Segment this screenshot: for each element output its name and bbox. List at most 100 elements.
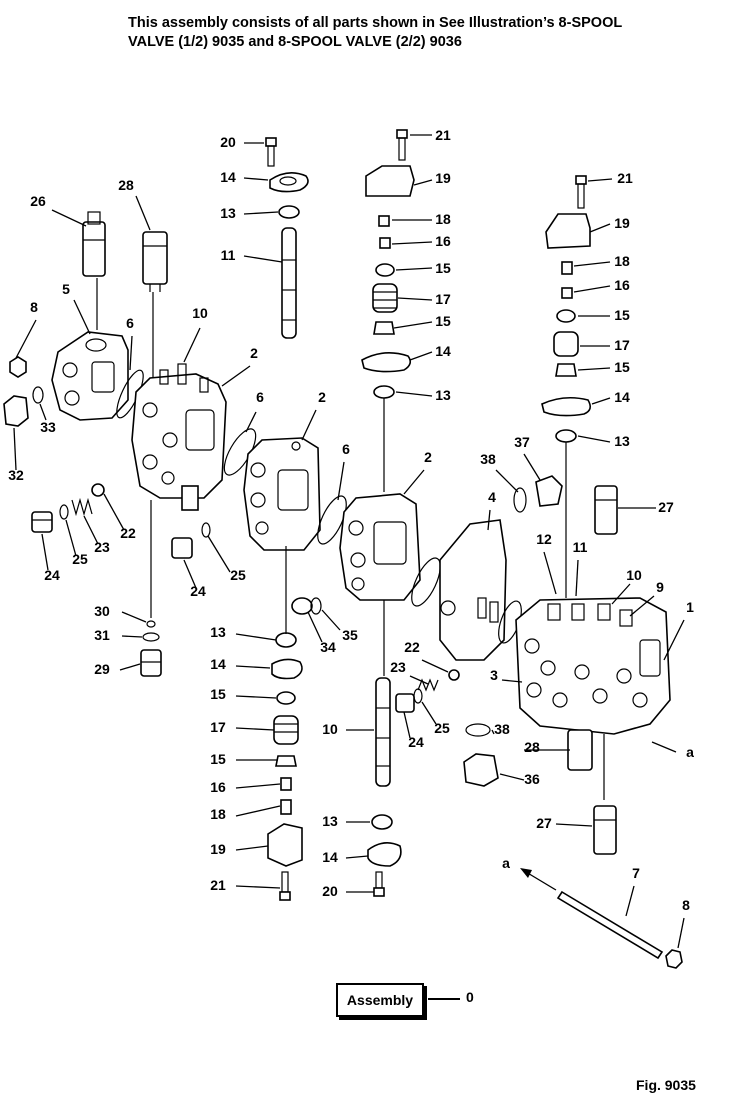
callout-15: 15: [435, 260, 451, 276]
seat-15-low-a: [276, 691, 296, 705]
callout-22: 22: [404, 639, 420, 655]
callout-leader-30: [121, 611, 147, 623]
callout-leader-14: [591, 397, 611, 405]
seal-13-low-mid: [371, 814, 393, 830]
plug-36: [463, 753, 499, 787]
nut-8-left: [9, 356, 27, 378]
stud-bolt-7: [556, 890, 664, 960]
cap-19-top-mid: [365, 165, 415, 197]
o-ring-38-lower: [465, 723, 491, 737]
seal-13-mid: [373, 385, 395, 399]
direction-arrow-a: [520, 868, 557, 891]
callout-16: 16: [614, 277, 630, 293]
callout-leader-8: [15, 319, 37, 359]
cap-14-right: [541, 396, 592, 417]
callout-leader-18: [573, 261, 611, 267]
cap-14-mid: [361, 352, 412, 373]
header-line-2: VALVE (1/2) 9035 and 8-SPOOL VALVE (2/2)…: [128, 34, 462, 50]
callout-leader-22: [103, 493, 125, 531]
stopper-16-right: [561, 287, 573, 299]
callout-leader-10: [611, 583, 631, 605]
callout-leader-27: [555, 823, 593, 827]
cap-19-low: [267, 823, 303, 867]
bolt-18-right: [561, 261, 573, 275]
callout-25: 25: [230, 567, 246, 583]
callout-leader-2: [403, 469, 425, 495]
callout-21: 21: [210, 877, 226, 893]
diagram-header: This assembly consists of all parts show…: [128, 14, 688, 52]
callout-22: 22: [120, 525, 136, 541]
o-ring-38-upper: [513, 487, 527, 513]
o-ring-6-fourth: [411, 557, 441, 607]
callout-27: 27: [658, 499, 674, 515]
callout-leader-a: [651, 741, 677, 753]
callout-25: 25: [434, 720, 450, 736]
callout-36: 36: [524, 771, 540, 787]
callout-leader-29: [119, 663, 141, 671]
callout-27: 27: [536, 815, 552, 831]
callout-25: 25: [72, 551, 88, 567]
callout-leader-23: [409, 675, 429, 685]
stopper-16-low: [280, 777, 292, 791]
callout-leader-6: [129, 335, 133, 371]
relief-valve-27-top: [594, 485, 618, 535]
callout-leader-21: [235, 885, 281, 889]
valve-section-2-left: [131, 363, 227, 511]
spring-17-low: [273, 715, 299, 745]
callout-15: 15: [210, 686, 226, 702]
callout-a: a: [502, 855, 510, 871]
fitting-34-35: [291, 597, 322, 615]
callout-leader-16: [235, 783, 281, 789]
seal-13-top: [278, 205, 300, 219]
callout-30: 30: [94, 603, 110, 619]
callout-10: 10: [626, 567, 642, 583]
callout-19: 19: [210, 841, 226, 857]
callout-leader-38: [491, 729, 495, 735]
callout-17: 17: [614, 337, 630, 353]
o-ring-30: [146, 620, 156, 628]
callout-11: 11: [221, 247, 236, 263]
cap-14-low-mid: [367, 842, 402, 867]
seat-15-low-b: [275, 755, 297, 767]
callout-a: a: [686, 744, 694, 760]
callout-17: 17: [435, 291, 451, 307]
callout-leader-25: [207, 535, 231, 573]
callout-13: 13: [322, 813, 338, 829]
callout-leader-7: [625, 885, 635, 917]
callout-23: 23: [94, 539, 110, 555]
callout-leader-13: [235, 633, 277, 641]
callout-leader-16: [573, 285, 611, 293]
callout-leader-36: [499, 773, 525, 781]
callout-6: 6: [342, 441, 350, 457]
callout-9: 9: [656, 579, 664, 595]
cap-19-right: [545, 213, 591, 249]
spool-10-low: [375, 677, 391, 787]
bolt-18-low: [280, 799, 292, 815]
callout-leader-34: [307, 611, 323, 643]
callout-19: 19: [435, 170, 451, 186]
callout-leader-38: [495, 469, 519, 493]
relief-valve-26: [82, 211, 106, 277]
callout-leader-14: [409, 351, 433, 361]
end-cover-5: [51, 331, 129, 421]
callout-20: 20: [322, 883, 338, 899]
callout-leader-28: [135, 195, 151, 231]
callout-18: 18: [210, 806, 226, 822]
callout-leader-12: [543, 551, 557, 595]
inlet-housing-4: [439, 519, 507, 661]
callout-10: 10: [322, 721, 338, 737]
callout-leader-19: [589, 223, 611, 233]
bolt-21-low: [279, 871, 291, 901]
seal-13-low-left: [275, 632, 297, 648]
header-line-1: This assembly consists of all parts show…: [128, 15, 623, 31]
callout-2: 2: [250, 345, 258, 361]
assembly-label-box: Assembly: [336, 983, 424, 1017]
callout-leader-2: [221, 365, 251, 387]
plug-24-mid: [395, 693, 415, 713]
plug-24-left: [31, 511, 53, 533]
callout-38: 38: [480, 451, 496, 467]
callout-14: 14: [220, 169, 236, 185]
callout-leader-4: [487, 509, 491, 531]
callout-6: 6: [126, 315, 134, 331]
callout-leader-15: [393, 321, 433, 329]
